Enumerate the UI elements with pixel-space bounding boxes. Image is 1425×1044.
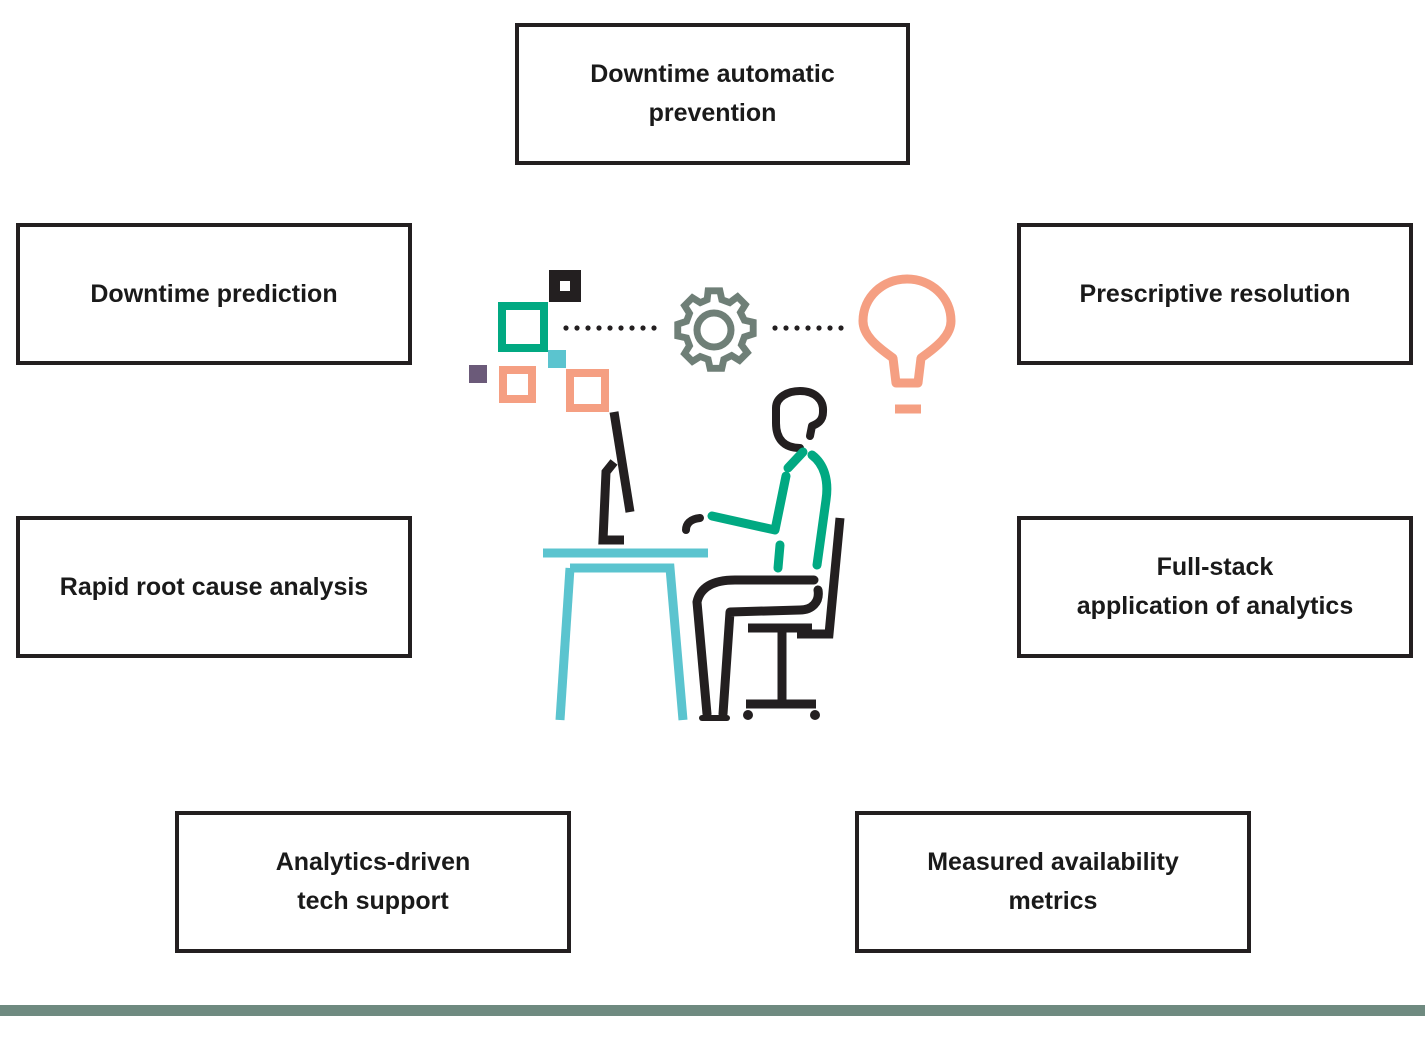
box-downtime-automatic-prevention: Downtime automatic prevention (515, 23, 910, 165)
box-label: Full-stack application of analytics (1076, 553, 1354, 620)
box-label: Rapid root cause analysis (59, 572, 369, 601)
box-downtime-prediction: Downtime prediction (16, 223, 412, 365)
gear-icon (674, 287, 757, 372)
box-measured-availability-metrics: Measured availability metrics (855, 811, 1251, 953)
box-label: Measured availability metrics (927, 848, 1179, 915)
desk-icon (543, 548, 708, 721)
monitor-icon (598, 411, 635, 545)
data-squares-icon (469, 270, 609, 412)
dotted-connector (563, 325, 844, 331)
box-label: Downtime automatic prevention (590, 60, 835, 127)
box-rapid-root-cause-analysis: Rapid root cause analysis (16, 516, 412, 658)
box-analytics-driven-tech-support: Analytics-driven tech support (175, 811, 571, 953)
box-prescriptive-resolution: Prescriptive resolution (1017, 223, 1413, 365)
person-icon (682, 387, 832, 721)
box-full-stack-analytics: Full-stack application of analytics (1017, 516, 1413, 658)
box-label: Prescriptive resolution (1079, 279, 1351, 308)
lightbulb-icon (858, 274, 956, 414)
box-label: Downtime prediction (90, 279, 338, 308)
chair-icon (743, 517, 845, 720)
box-label: Analytics-driven tech support (275, 848, 471, 915)
footer-bar (0, 1005, 1425, 1016)
